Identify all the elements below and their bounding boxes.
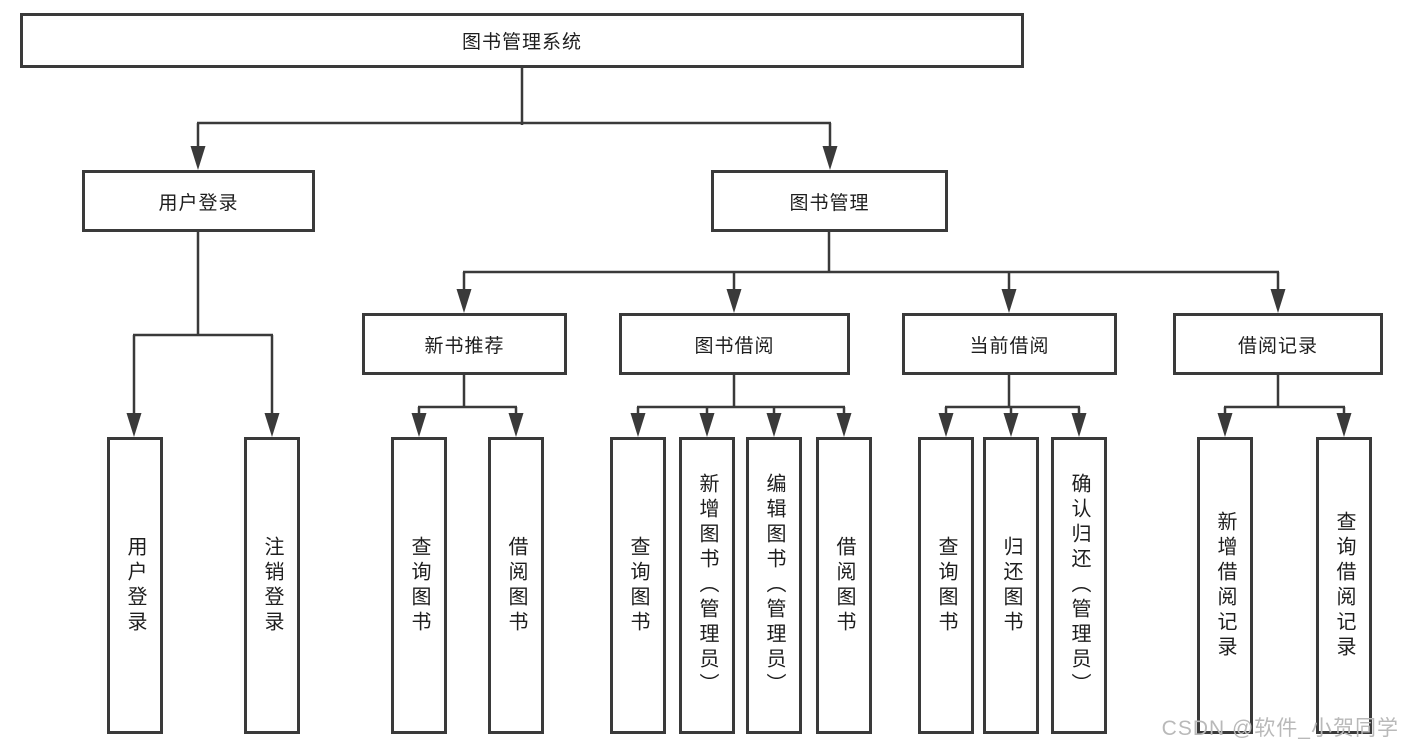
leaf-edit-book-admin: 编辑图书（管理员）: [746, 437, 802, 734]
leaf-user-login: 用户登录: [107, 437, 163, 734]
leaf-return-book: 归还图书: [983, 437, 1039, 734]
leaf-logout: 注销登录: [244, 437, 300, 734]
leaf-add-borrow-record: 新增借阅记录: [1197, 437, 1253, 734]
node-borrowing-records: 借阅记录: [1173, 313, 1383, 375]
leaf-confirm-return-admin: 确认归还（管理员）: [1051, 437, 1107, 734]
leaf-add-book-admin: 新增图书（管理员）: [679, 437, 735, 734]
leaf-query-book-borrow: 查询图书: [610, 437, 666, 734]
node-current-borrowing: 当前借阅: [902, 313, 1117, 375]
leaf-query-book-current: 查询图书: [918, 437, 974, 734]
arrowheads: [126, 146, 1352, 437]
leaf-borrow-book: 借阅图书: [816, 437, 872, 734]
leaf-query-book-recommend: 查询图书: [391, 437, 447, 734]
node-book-management-branch: 图书管理: [711, 170, 948, 232]
watermark: CSDN @软件_小贺同学: [1161, 717, 1399, 740]
node-user-login-branch: 用户登录: [82, 170, 315, 232]
node-book-borrowing: 图书借阅: [619, 313, 850, 375]
leaf-borrow-book-recommend: 借阅图书: [488, 437, 544, 734]
node-root-library-system: 图书管理系统: [20, 13, 1024, 68]
leaf-query-borrow-record: 查询借阅记录: [1316, 437, 1372, 734]
node-new-book-recommend: 新书推荐: [362, 313, 567, 375]
